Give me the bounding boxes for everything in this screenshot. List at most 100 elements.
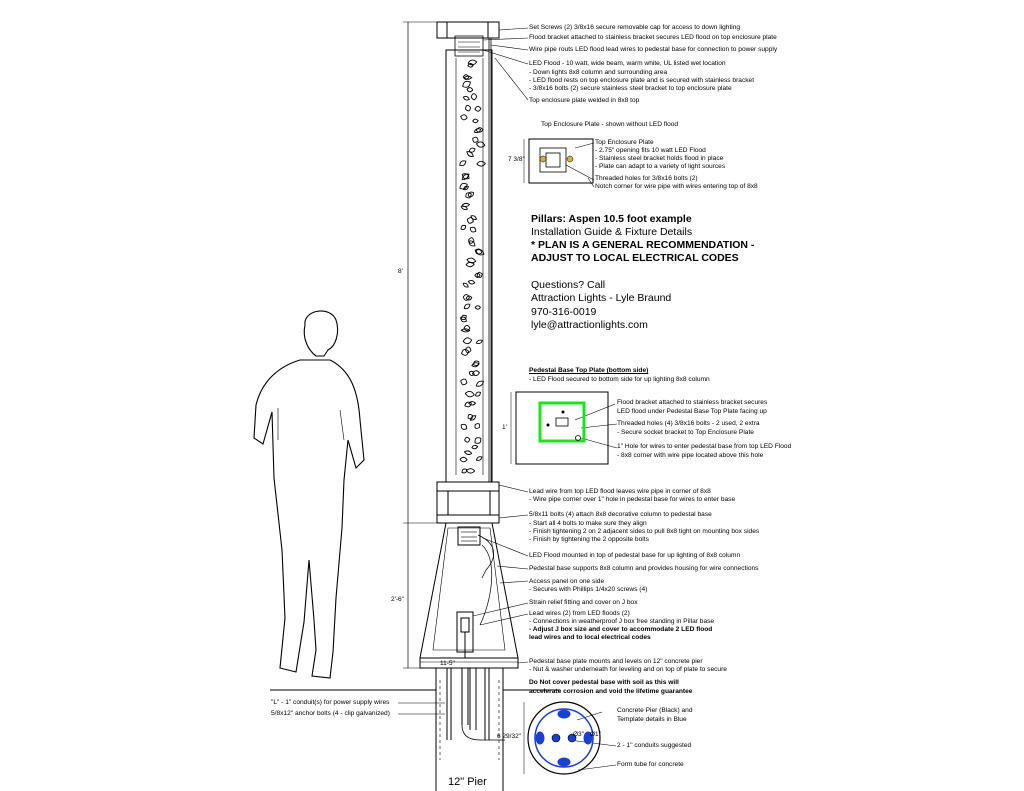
top-plate-heading: Top Enclosure Plate - shown without LED … <box>541 121 678 129</box>
top-led-flood <box>454 35 484 57</box>
leaf-cutout <box>459 160 467 166</box>
leaf-cutout <box>460 328 471 333</box>
column-height-dimension: 8' <box>398 268 403 275</box>
top-plate-detail <box>528 138 594 184</box>
leaf-cutout <box>471 362 480 368</box>
leaf-cutout <box>473 360 480 367</box>
leaf-cutout <box>475 380 484 387</box>
leaf-cutout <box>466 87 474 93</box>
pedestal-plate-note-3: - Secure socket bracket to Top Enclosure… <box>617 429 754 436</box>
base-note-11: Lead wires (2) from LED floods (2) <box>529 610 630 617</box>
leaf-cutout <box>467 414 473 420</box>
base-note-2: 5/8x11 bolts (4) attach 8x8 decorative c… <box>529 511 712 518</box>
leaf-cutout <box>470 93 478 101</box>
leaf-cutout <box>473 128 482 134</box>
pier-note-1: - Nut & washer underneath for leveling a… <box>529 666 727 673</box>
leaf-cutout <box>472 118 479 124</box>
base-note-5: - Finish by tightening the 2 opposite bo… <box>529 536 649 543</box>
leaf-cutout <box>475 127 484 133</box>
leaf-cutout <box>460 423 468 430</box>
leaf-cutout <box>475 391 481 397</box>
leaf-cutout <box>469 415 477 421</box>
leaf-cutout <box>464 401 472 408</box>
contact-questions: Questions? Call <box>531 279 606 291</box>
leaf-cutout <box>469 226 477 233</box>
pier-note-3: accelerate corrosion and void the lifeti… <box>529 688 693 695</box>
leaf-cutout <box>468 237 475 244</box>
note-led-flood-2: - LED flood rests on top enclosure plate… <box>529 77 755 84</box>
base-note-8: Access panel on one side <box>529 578 605 585</box>
leaf-cutout <box>474 437 482 444</box>
leaf-cutout <box>474 423 480 429</box>
leaf-cutout <box>474 248 483 255</box>
base-note-4: - Finish tightening 2 on 2 adjacent side… <box>529 528 760 535</box>
leaf-cutout <box>471 370 480 376</box>
leaf-cutout <box>459 182 468 190</box>
leaf-cutout <box>460 224 467 230</box>
leaf-cutout <box>466 217 474 224</box>
contact-phone: 970-316-0019 <box>531 306 597 318</box>
pier-detail-note-3: Form tube for concrete <box>617 761 684 768</box>
leaf-cutout <box>465 468 476 474</box>
top-plate-note-5: Notch corner for wire pipe with wires en… <box>595 183 758 190</box>
leaf-cutout <box>467 59 478 66</box>
note-led-flood-3: - 3/8x16 bolts (2) secure stainless stee… <box>529 85 732 92</box>
base-note-7: Pedestal base supports 8x8 column and pr… <box>529 565 759 572</box>
removable-cap <box>436 21 500 39</box>
pedestal-plate-subtitle: - LED Flood secured to bottom side for u… <box>529 376 710 383</box>
pedestal-plate-detail <box>515 391 609 465</box>
title-line-1: Pillars: Aspen 10.5 foot example <box>531 213 692 225</box>
leaf-cutout <box>461 348 470 356</box>
pier-detail-note-2: 2 - 1" conduits suggested <box>617 742 692 749</box>
pedestal-plate-note-4: 1" Hole for wires to enter pedestal base… <box>617 443 792 450</box>
pedestal-plate-note-0: Flood bracket attached to stainless brac… <box>617 399 768 406</box>
base-note-1: - Wire pipe corner over 1" hole in pedes… <box>529 496 736 503</box>
leaf-cutout <box>463 450 473 455</box>
leaf-cutout <box>475 456 483 461</box>
pier-hole-label: Ø1" <box>590 731 601 738</box>
leaf-pattern <box>459 59 486 474</box>
pier-note-0: Pedestal base plate mounts and levels on… <box>529 658 703 665</box>
base-note-13: - Adjust J box size and cover to accommo… <box>529 626 713 633</box>
leaf-cutout <box>462 80 471 88</box>
leaf-cutout <box>476 160 486 167</box>
leaf-cutout <box>461 314 467 321</box>
top-plate-dimension: 7 3/8" <box>508 156 525 163</box>
leaf-cutout <box>468 240 476 247</box>
base-note-14: lead wires and to local electrical codes <box>529 634 651 641</box>
base-note-3: - Start all 4 bolts to make sure they al… <box>529 520 647 527</box>
leaf-cutout <box>467 63 474 68</box>
contact-email[interactable]: lyle@attractionlights.com <box>531 319 648 331</box>
leaf-cutout <box>460 378 468 386</box>
base-plate <box>419 657 519 669</box>
pier-top-view <box>527 701 601 775</box>
leaf-cutout <box>463 303 471 310</box>
leaf-cutout <box>459 456 468 463</box>
leaf-cutout <box>463 185 469 191</box>
base-note-10: Strain relief fitting and cover on J box <box>529 599 638 606</box>
left-note-anchor-bolts: 5/8x12" anchor bolts (4 - clip galvanize… <box>271 710 390 717</box>
leaf-cutout <box>464 346 472 354</box>
note-led-flood: LED Flood - 10 watt, wide beam, warm whi… <box>529 60 726 67</box>
top-plate-note-3: - Plate can adapt to a variety of light … <box>595 163 726 170</box>
flood-opening-highlight <box>538 401 586 443</box>
leaf-cutout <box>472 136 479 143</box>
base-note-9: - Secures with Phillips 1/4x20 screws (4… <box>529 586 648 593</box>
note-top-plate-welded: Top enclosure plate welded in 8x8 top <box>529 97 640 104</box>
leaf-cutout <box>461 173 470 180</box>
leaf-cutout <box>468 147 476 153</box>
top-plate-note-0: Top Enclosure Plate <box>595 139 654 146</box>
leaf-cutout <box>464 436 471 443</box>
pier-hole-label-2: Ø3" <box>573 731 584 738</box>
title-line-3: * PLAN IS A GENERAL RECOMMENDATION - <box>531 239 755 251</box>
base-height-dimension: 2'-6" <box>391 596 404 603</box>
base-width-dimension: 11-5" <box>440 660 455 667</box>
leaf-cutout <box>465 192 472 199</box>
pedestal-plate-note-1: LED flood under Pedestal Base Top Plate … <box>617 408 767 415</box>
base-note-12: - Connections in weatherproof J box free… <box>529 618 715 625</box>
bottom-led-flood <box>457 526 481 546</box>
leaf-cutout <box>462 282 469 288</box>
pedestal-plate-note-5: - 8x8 corner with wire pipe located abov… <box>617 452 764 459</box>
leaf-cutout <box>467 279 476 285</box>
